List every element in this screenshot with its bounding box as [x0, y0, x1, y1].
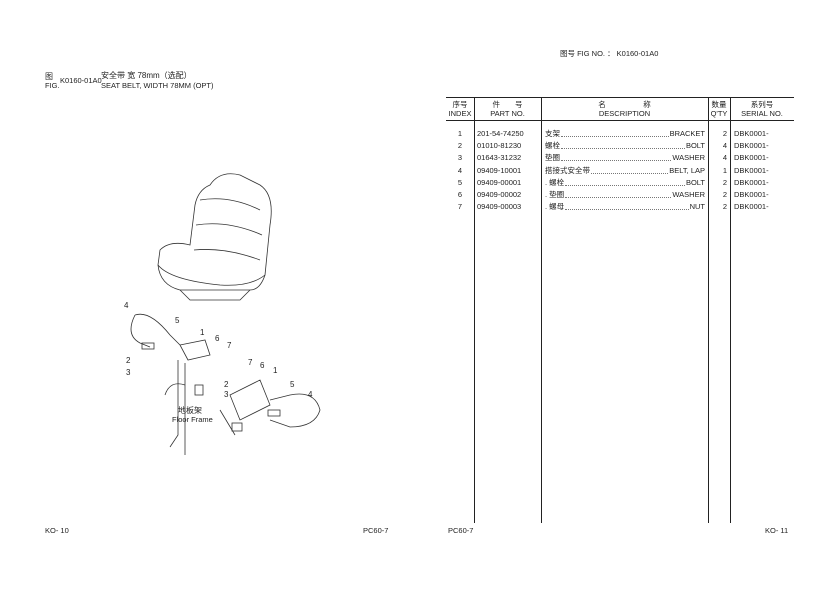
svg-text:1: 1	[200, 328, 205, 337]
callout: 4	[124, 301, 129, 310]
row-qty: 2	[722, 129, 727, 138]
footer-page-right: KO- 11	[765, 526, 789, 535]
svg-text:2: 2	[224, 380, 229, 389]
fig-number: K0160-01A0	[60, 76, 102, 85]
svg-text:6: 6	[260, 361, 265, 370]
row-qty: 2	[722, 177, 727, 187]
svg-text:6: 6	[215, 334, 220, 343]
row-index: 5	[457, 177, 463, 187]
row-serial: DBK0001-	[734, 165, 769, 175]
row-part-no: 09409-00001	[477, 177, 522, 187]
row-index: 6	[457, 190, 463, 199]
row-index: 1	[457, 129, 463, 138]
row-index: 3	[457, 153, 463, 163]
svg-text:4: 4	[308, 390, 313, 399]
row-part-no: 09409-00002	[477, 190, 522, 199]
fig-no-header: 图号 FIG NO. ： K0160-01A0	[560, 49, 659, 58]
row-part-no: 01010-81230	[477, 141, 522, 151]
row-index: 2	[457, 141, 463, 151]
svg-text:1: 1	[273, 366, 278, 375]
fig-label-cn: 图	[45, 72, 53, 81]
row-serial: DBK0001-	[734, 202, 769, 212]
row-qty: 2	[722, 190, 727, 199]
svg-text:7: 7	[227, 341, 232, 350]
row-serial: DBK0001-	[734, 153, 769, 163]
row-serial: DBK0001-	[734, 129, 769, 138]
fig-label-en: FIG.	[45, 81, 60, 90]
footer-model-left: PC60-7	[363, 526, 389, 535]
row-serial: DBK0001-	[734, 141, 769, 151]
floor-frame-label-en: Floor Frame	[172, 415, 213, 424]
row-index: 4	[457, 165, 463, 175]
row-part-no: 09409-00003	[477, 202, 522, 212]
footer-model-right: PC60-7	[448, 526, 474, 535]
svg-text:3: 3	[126, 368, 131, 377]
seat-belt-illustration: 4 5 1 6 7 2 3 7 6 1 2 3 5 4	[124, 173, 321, 455]
row-qty: 1	[722, 165, 727, 175]
row-index: 7	[457, 202, 463, 212]
figure-title-cn: 安全带 宽 78mm（选配）	[101, 71, 192, 80]
row-qty: 4	[722, 141, 727, 151]
row-part-no: 201-54-74250	[477, 129, 524, 138]
figure-title-en: SEAT BELT, WIDTH 78MM (OPT)	[101, 81, 214, 90]
row-qty: 2	[722, 202, 727, 212]
floor-frame-label-cn: 地板架	[178, 406, 202, 415]
svg-text:5: 5	[175, 316, 180, 325]
svg-text:5: 5	[290, 380, 295, 389]
row-part-no: 01643-31232	[477, 153, 522, 163]
svg-text:2: 2	[126, 356, 131, 365]
footer-page-left: KO- 10	[45, 526, 69, 535]
svg-text:7: 7	[248, 358, 253, 367]
row-qty: 4	[722, 153, 727, 163]
row-part-no: 09409-10001	[477, 165, 522, 175]
row-serial: DBK0001-	[734, 177, 769, 187]
row-serial: DBK0001-	[734, 190, 769, 199]
svg-text:3: 3	[224, 390, 229, 399]
